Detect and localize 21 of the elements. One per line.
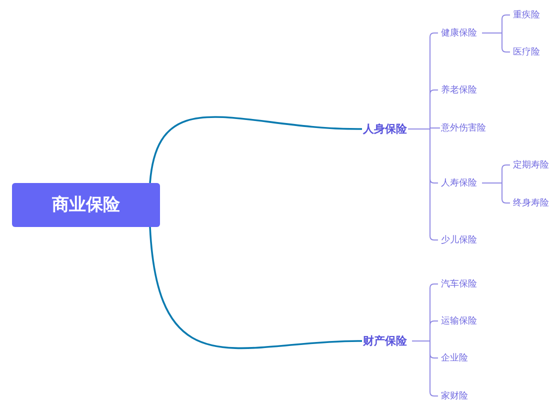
topic-label: 运输保险 (440, 312, 478, 330)
topic-label: 终身寿险 (512, 194, 550, 212)
topic-label: 家财险 (440, 388, 469, 404)
topic-label: 医疗险 (512, 44, 541, 60)
topic-label: 定期寿险 (512, 156, 550, 174)
topic-label: 健康保险 (440, 24, 478, 42)
topic-label: 人寿保险 (440, 174, 478, 192)
topic-label: 企业险 (440, 350, 469, 366)
connector-line (149, 116, 363, 184)
connector-line (482, 32, 510, 52)
topic-label: 汽车保险 (440, 276, 478, 292)
connector-line (149, 226, 363, 349)
topic-label: 财产保险 (362, 332, 408, 350)
connector-line (482, 182, 510, 204)
root-topic-box: 商业保险 (12, 183, 160, 227)
connector-line (408, 128, 440, 130)
topic-label: 养老保险 (440, 82, 478, 98)
topic-label: 重疾险 (512, 6, 541, 24)
topic-label: 人身保险 (362, 120, 408, 138)
topic-label: 意外伤害险 (440, 120, 487, 136)
topic-label: 少儿保险 (440, 232, 478, 248)
